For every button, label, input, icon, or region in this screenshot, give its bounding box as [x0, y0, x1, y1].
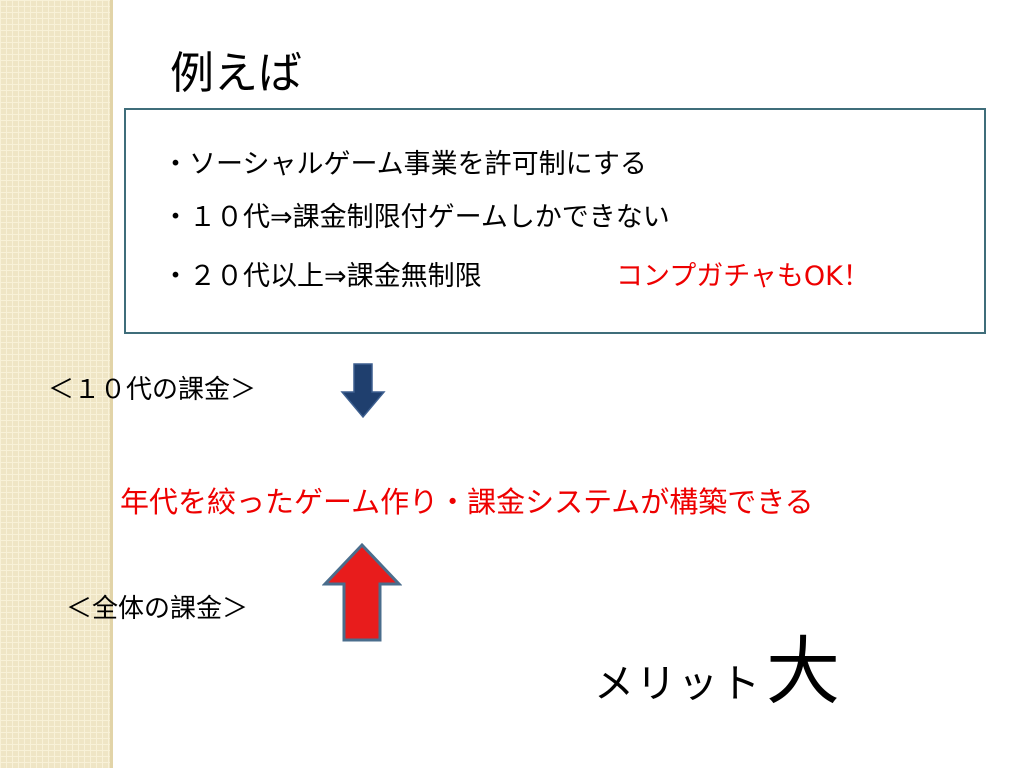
- arrow-up-icon: [322, 542, 402, 642]
- label-teen-spending: ＜１０代の課金＞: [48, 375, 257, 405]
- gacha-note: コンプガチャもOK！: [616, 261, 870, 292]
- bullet-teen-limit: ・１０代⇒課金制限付ゲームしかできない: [162, 202, 670, 233]
- label-overall-spending: ＜全体の課金＞: [66, 594, 249, 624]
- content-box: ・ソーシャルゲーム事業を許可制にする ・１０代⇒課金制限付ゲームしかできない ・…: [124, 108, 986, 334]
- merit-emphasis: 大: [766, 629, 840, 715]
- slide-title: 例えば: [170, 48, 302, 99]
- decorative-side-strip: [0, 0, 113, 768]
- merit-text: メリット: [594, 661, 762, 707]
- result-statement: 年代を絞ったゲーム作り・課金システムが構築できる: [120, 485, 814, 519]
- bullet-adult-unlimited: ・２０代以上⇒課金無制限: [162, 261, 482, 292]
- merit-statement: メリット 大: [594, 612, 840, 719]
- arrow-down-icon: [340, 363, 386, 419]
- bullet-licensing: ・ソーシャルゲーム事業を許可制にする: [162, 149, 647, 180]
